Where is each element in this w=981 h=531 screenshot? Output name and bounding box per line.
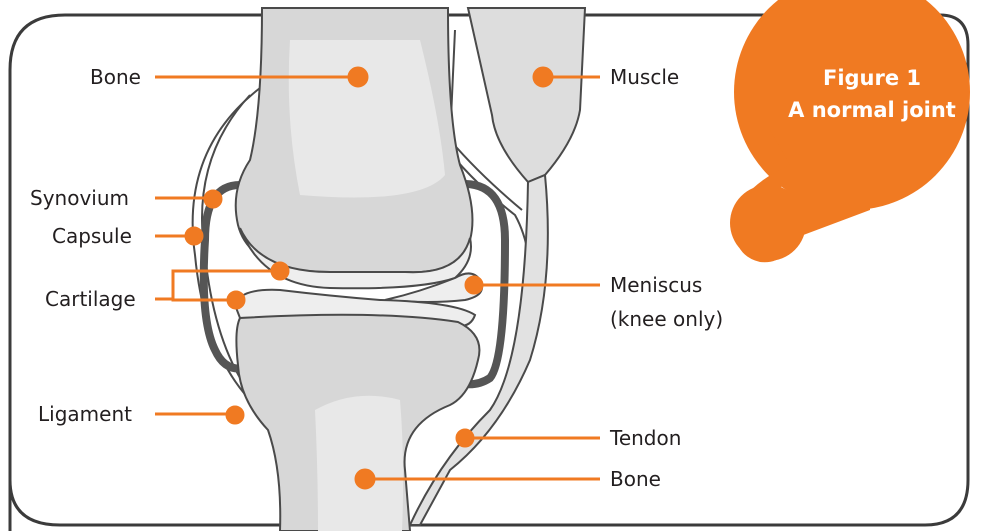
label-meniscus: Meniscus [610,273,702,297]
label-capsule: Capsule [52,224,132,248]
bone-top-dot [349,68,367,86]
muscle-dot [534,68,552,86]
label-bone-top: Bone [90,65,141,89]
lower-cartilage-dot [228,292,244,308]
label-synovium: Synovium [30,186,129,210]
meniscus-dot [466,277,482,293]
capsule-dot [186,228,202,244]
ligament-dot [227,407,243,423]
label-cartilage: Cartilage [45,287,136,311]
label-bone-bottom: Bone [610,467,661,491]
label-muscle: Muscle [610,65,679,89]
upper-bone [236,8,473,272]
synovium-dot [205,191,221,207]
figure-number: Figure 1 [823,66,921,90]
label-ligament: Ligament [38,402,132,426]
label-meniscus-note: (knee only) [610,307,723,331]
label-tendon: Tendon [609,426,681,450]
bone-bottom-dot [356,470,374,488]
upper-cartilage-dot [272,263,288,279]
figure-caption: A normal joint [788,98,956,122]
tendon-dot [457,430,473,446]
